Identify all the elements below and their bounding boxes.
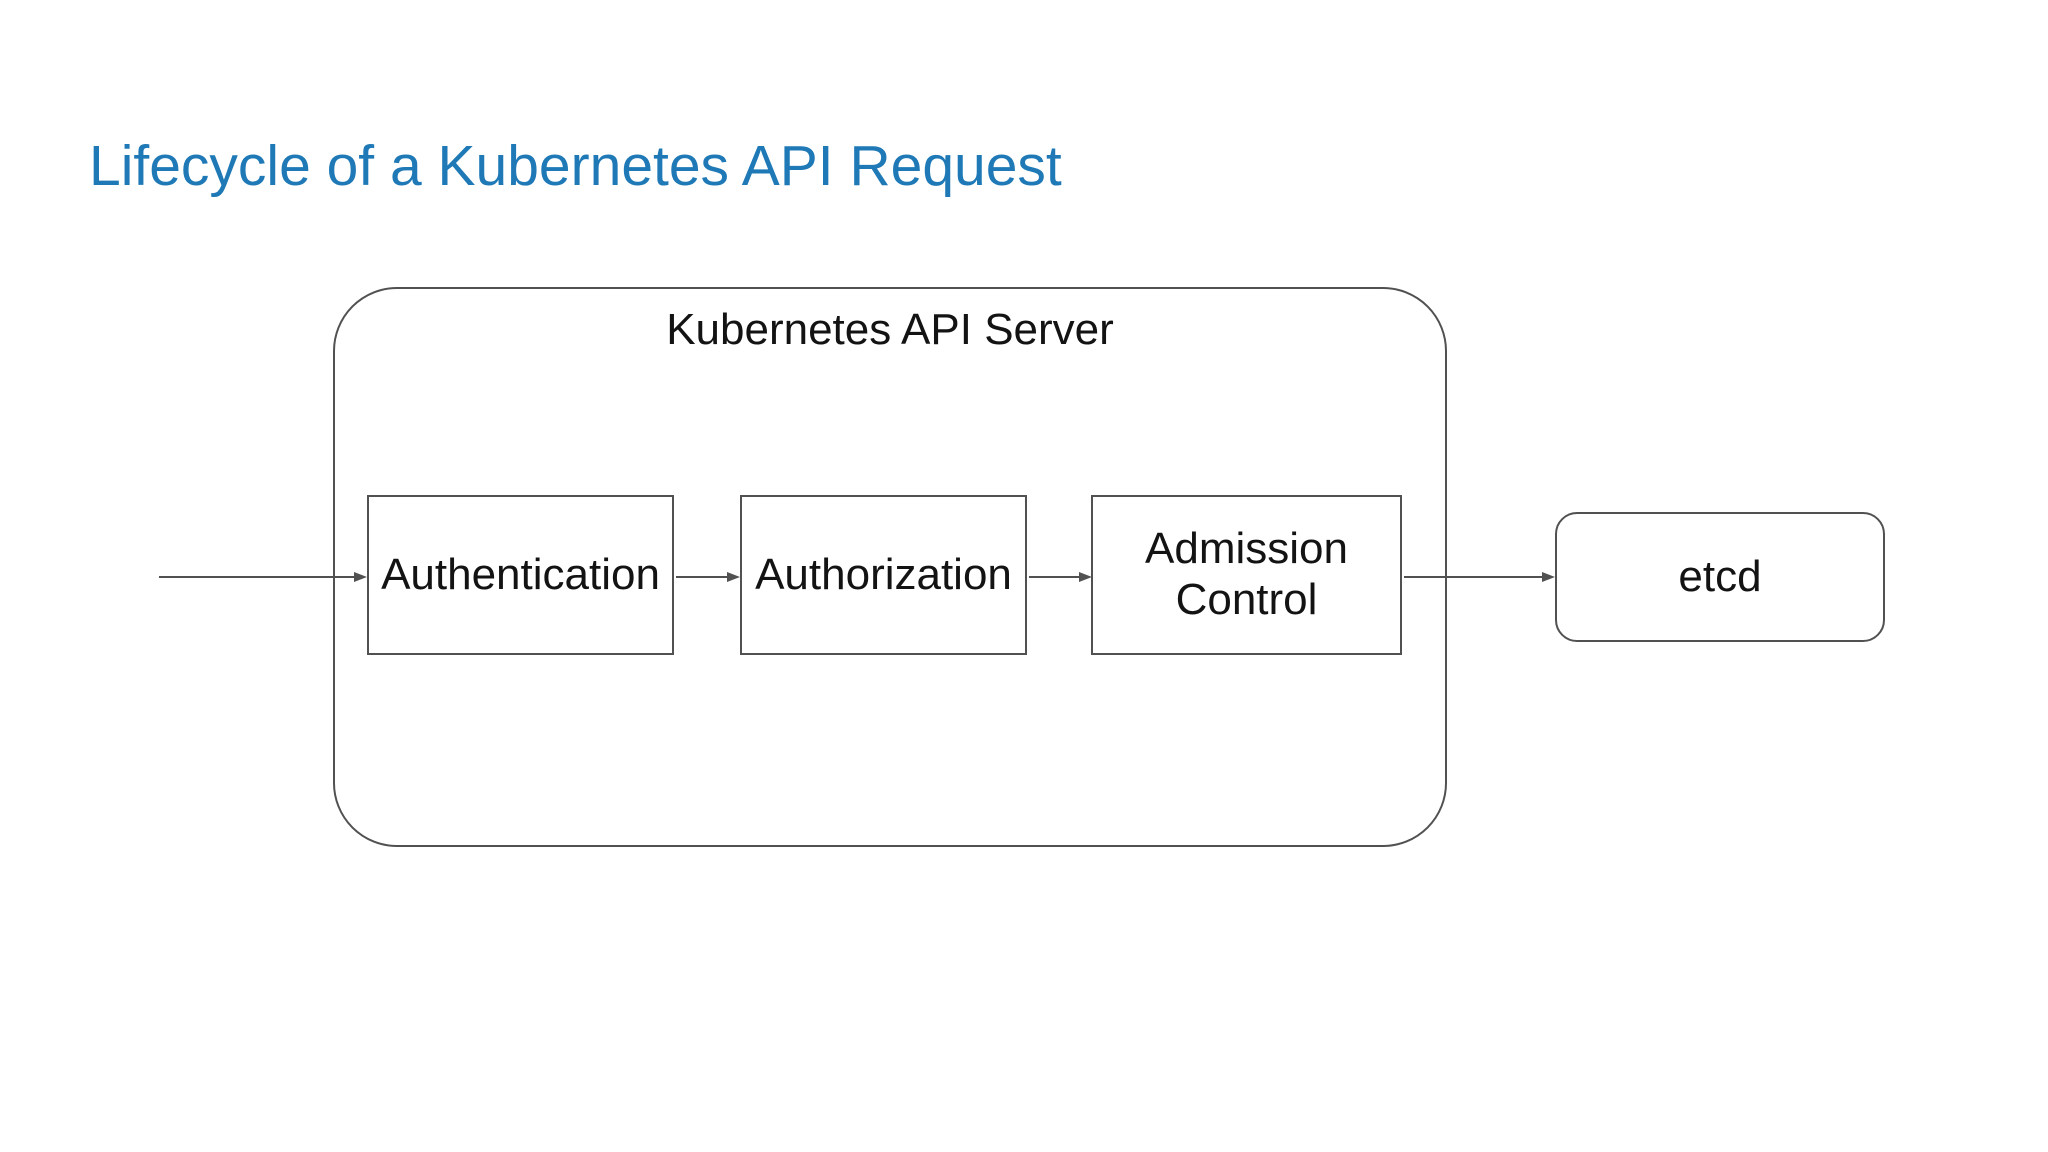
node-etcd: etcd (1555, 512, 1885, 642)
container-label: Kubernetes API Server (666, 305, 1114, 354)
page-title: Lifecycle of a Kubernetes API Request (89, 134, 1062, 198)
arrow-shaft (1404, 576, 1546, 578)
arrowhead-icon (1079, 572, 1092, 582)
arrow-shaft (676, 576, 731, 578)
node-authorization: Authorization (740, 495, 1027, 655)
node-label: Admission Control (1145, 524, 1348, 624)
node-admission-control: Admission Control (1091, 495, 1402, 655)
node-authentication: Authentication (367, 495, 674, 655)
arrowhead-icon (1542, 572, 1555, 582)
node-label: Authorization (755, 549, 1012, 599)
arrow-shaft (159, 576, 358, 578)
arrow-request-to-authentication (159, 571, 367, 583)
node-label: etcd (1678, 552, 1762, 601)
kubernetes-api-server-container (333, 287, 1447, 847)
arrowhead-icon (354, 572, 367, 582)
arrowhead-icon (727, 572, 740, 582)
arrow-authentication-to-authorization (676, 571, 740, 583)
node-label: Authentication (381, 549, 660, 599)
arrow-shaft (1029, 576, 1083, 578)
arrow-authorization-to-admission-control (1029, 571, 1092, 583)
arrow-admission-control-to-etcd (1404, 571, 1555, 583)
